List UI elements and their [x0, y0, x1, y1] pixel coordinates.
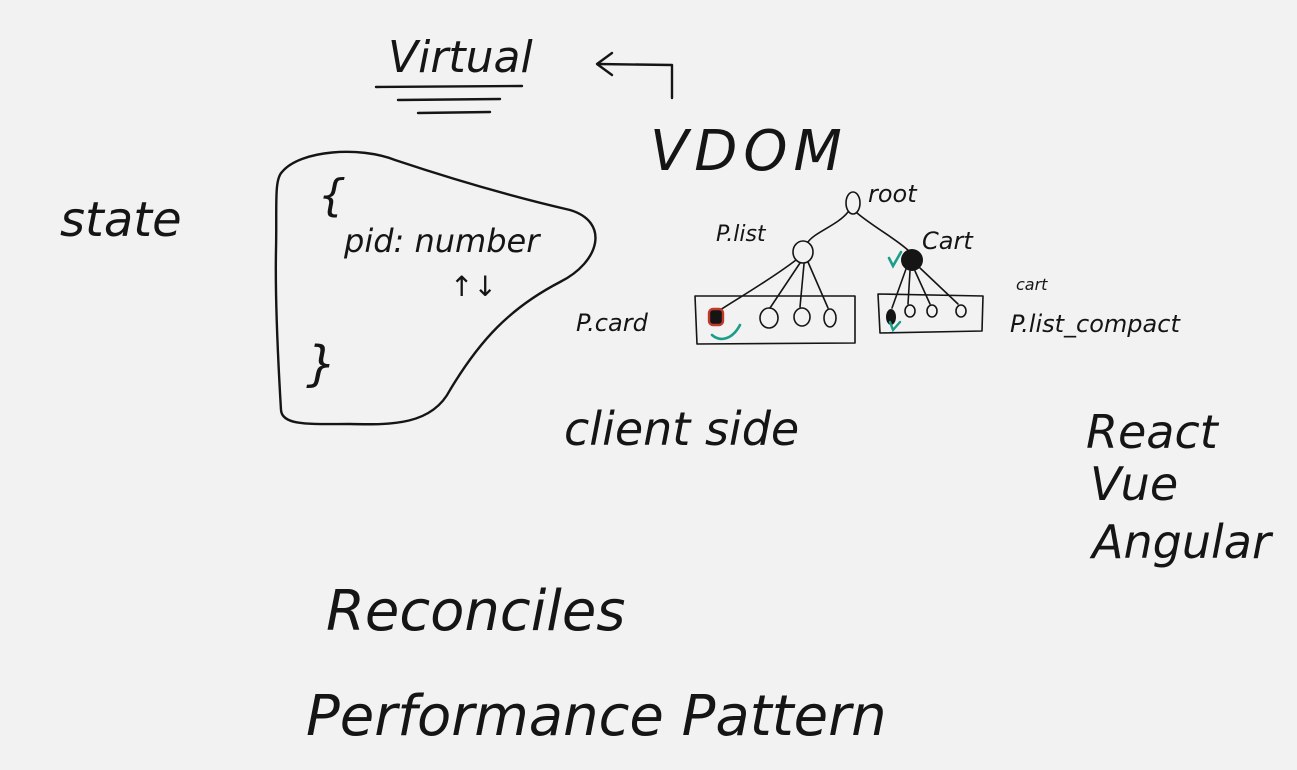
- edge-plist-card1: [716, 259, 797, 313]
- vdom-title: VDOM: [650, 119, 848, 184]
- cart-item-filled: [886, 309, 896, 325]
- open-brace: {: [318, 170, 346, 221]
- virtual-heading: Virtual: [388, 32, 534, 83]
- tree-node-root: [845, 191, 861, 215]
- edge-plist-card3: [799, 263, 805, 308]
- tree-node-plist: [792, 240, 814, 264]
- updown-arrows-icon: ↑↓: [450, 270, 497, 303]
- state-blob-outline: [274, 150, 597, 426]
- edge-cart-item1: [891, 268, 907, 309]
- card-node-highlighted: [707, 307, 725, 327]
- vue-label: Vue: [1090, 457, 1178, 511]
- card-node-3: [793, 307, 811, 327]
- react-label: React: [1086, 405, 1220, 459]
- cart-small-label: cart: [1016, 275, 1048, 294]
- cart-item-2: [904, 304, 916, 318]
- edge-plist-card2: [769, 262, 801, 309]
- virtual-underline-3: [416, 110, 492, 115]
- check-mark-icon: [710, 323, 742, 341]
- cart-label: Cart: [922, 227, 974, 255]
- virtual-underline-2: [396, 97, 502, 102]
- check-mark-icon: [888, 320, 902, 333]
- pcard-label: P.card: [576, 309, 649, 337]
- state-label: state: [60, 192, 182, 248]
- reconciles-label: Reconciles: [326, 579, 625, 644]
- close-brace: }: [306, 336, 337, 392]
- plist-label: P.list: [716, 222, 767, 247]
- virtual-underline-1: [374, 84, 524, 89]
- edge-cart-item3: [914, 270, 931, 305]
- card-node-4: [823, 308, 837, 328]
- cart-item-3: [926, 304, 938, 318]
- client-side-label: client side: [564, 402, 799, 456]
- edge-plist-card4: [807, 261, 829, 309]
- performance-pattern-label: Performance Pattern: [306, 684, 887, 749]
- arrow-head-icon: [595, 51, 614, 77]
- pid-number-text: pid: number: [343, 222, 541, 260]
- angular-label: Angular: [1089, 515, 1274, 569]
- edge-root-plist: [807, 211, 849, 243]
- edge-root-cart: [856, 212, 911, 253]
- edge-cart-item4: [919, 267, 959, 305]
- arrow-vdom-to-virtual: [596, 62, 674, 100]
- cart-item-4: [955, 304, 967, 318]
- root-label: root: [868, 180, 918, 208]
- plist-compact-label: P.list_compact: [1010, 310, 1181, 338]
- check-mark-icon: [887, 250, 903, 269]
- tree-node-cart: [901, 249, 923, 271]
- edge-cart-item2: [907, 270, 911, 305]
- card-node-2: [759, 307, 779, 329]
